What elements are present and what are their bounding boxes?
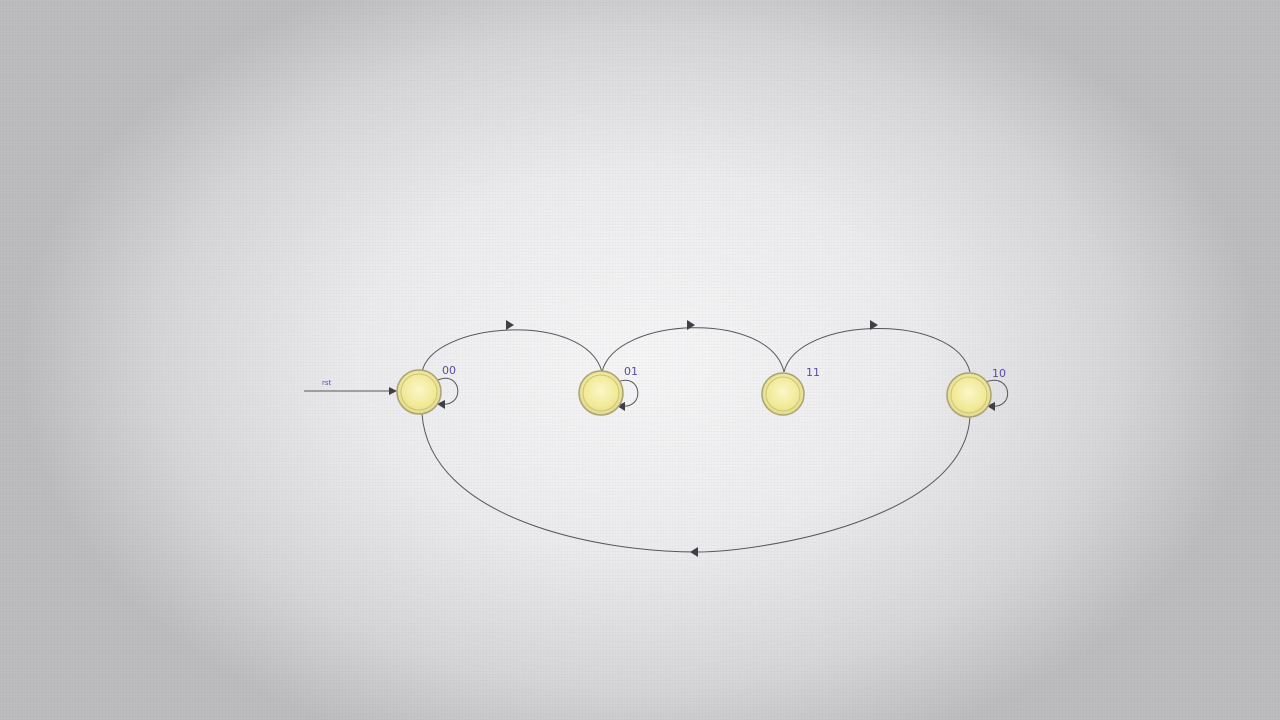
reset-arrow xyxy=(304,387,397,395)
edge-10-to-00 xyxy=(421,413,971,557)
state-label-10: 10 xyxy=(992,367,1006,380)
self-loop-00 xyxy=(437,377,459,409)
state-label-11: 11 xyxy=(806,366,820,379)
edge-00-to-01 xyxy=(421,320,603,373)
edge-11-to-10 xyxy=(783,320,971,373)
edge-01-to-11 xyxy=(601,320,785,373)
self-loop-10 xyxy=(985,379,1008,411)
state-00[interactable] xyxy=(396,369,442,415)
state-11[interactable] xyxy=(761,372,805,416)
state-01[interactable] xyxy=(578,370,624,416)
state-label-00: 00 xyxy=(442,364,456,377)
state-label-01: 01 xyxy=(624,365,638,378)
reset-label: rst xyxy=(322,379,332,387)
self-loop-01 xyxy=(617,379,639,411)
state-10[interactable] xyxy=(946,372,992,418)
